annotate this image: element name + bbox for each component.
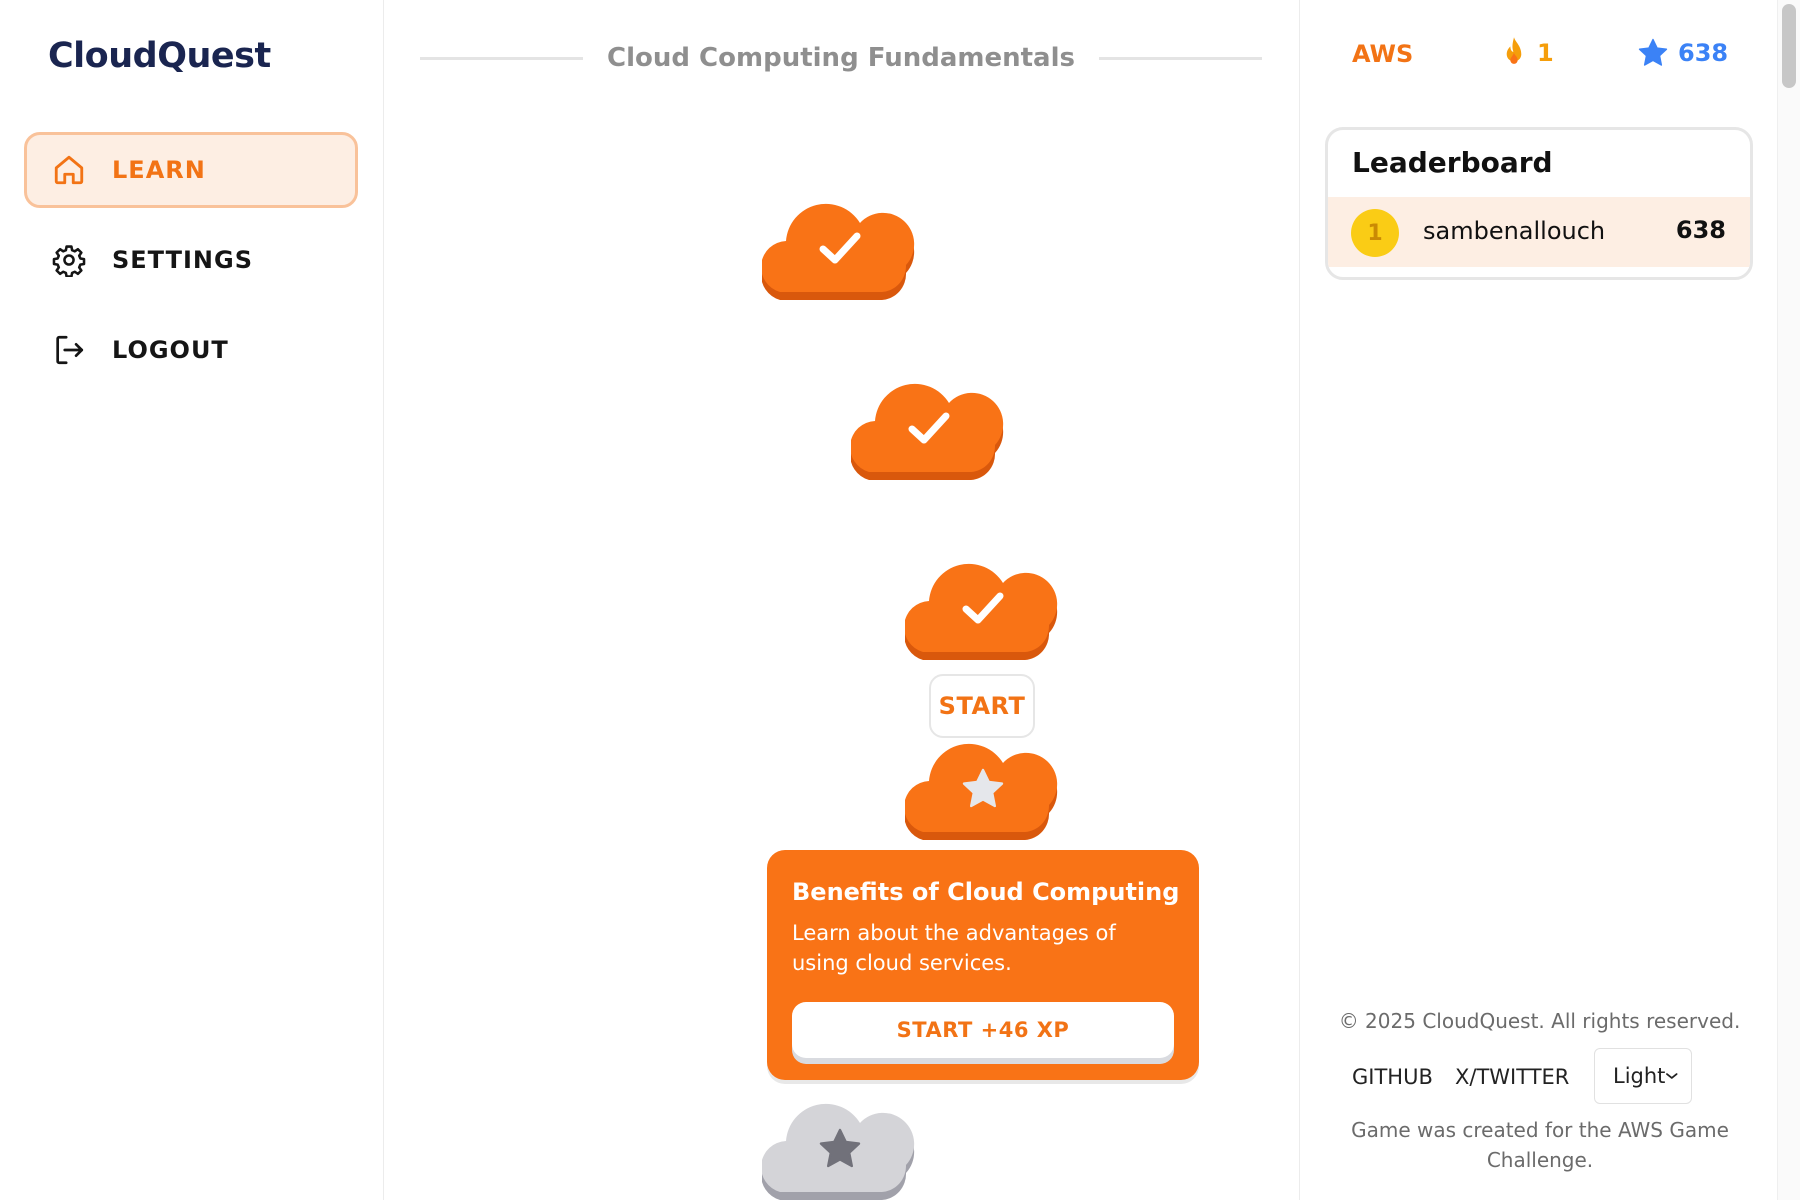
sidebar: CloudQuest LEARN SETTINGS LOGOUT xyxy=(0,0,384,1200)
flame-icon xyxy=(1506,37,1522,64)
divider xyxy=(420,56,584,60)
right-sidebar: AWS 1 638 Leaderboard 1 sambenallouch 63… xyxy=(1299,0,1779,1200)
cloud-shape xyxy=(851,383,1004,472)
gear-icon xyxy=(52,243,86,277)
theme-select-value: Light xyxy=(1613,1064,1666,1088)
divider xyxy=(1098,56,1262,60)
learning-path: Cloud Computing Fundamentals STAR xyxy=(384,0,1298,1200)
streak-counter[interactable]: 1 xyxy=(1499,36,1554,70)
star-icon xyxy=(819,1128,861,1168)
leaderboard-row[interactable]: 1 sambenallouch 638 xyxy=(1328,197,1750,267)
star-icon xyxy=(962,768,1004,808)
xp-counter[interactable]: 638 xyxy=(1636,36,1728,70)
unit-header: Cloud Computing Fundamentals xyxy=(420,38,1262,78)
sidebar-item-logout[interactable]: LOGOUT xyxy=(24,312,358,388)
check-icon xyxy=(962,592,1004,624)
lesson-description: Learn about the advantages of using clou… xyxy=(792,921,1116,975)
sidebar-item-label: LEARN xyxy=(112,156,206,184)
cloud-shape xyxy=(762,203,915,292)
github-link[interactable]: GITHUB xyxy=(1352,1065,1433,1089)
check-icon xyxy=(819,232,861,264)
copyright-text: © 2025 CloudQuest. All rights reserved. xyxy=(1338,1009,1741,1033)
leaderboard-title: Leaderboard xyxy=(1352,146,1553,179)
leaderboard-score: 638 xyxy=(1675,216,1726,244)
star-icon xyxy=(1638,38,1668,66)
logout-icon xyxy=(52,333,86,367)
lesson-node-locked[interactable] xyxy=(762,1098,918,1200)
course-selector[interactable]: AWS xyxy=(1352,40,1413,68)
chevron-down-icon xyxy=(1666,1073,1678,1079)
unit-title: Cloud Computing Fundamentals xyxy=(607,43,1075,73)
credit-text: Game was created for the AWS Game Challe… xyxy=(1351,1118,1729,1172)
sidebar-item-label: LOGOUT xyxy=(112,336,229,364)
sidebar-item-label: SETTINGS xyxy=(112,246,253,274)
theme-select[interactable]: Light xyxy=(1594,1048,1692,1104)
twitter-link[interactable]: X/TWITTER xyxy=(1455,1065,1570,1089)
lesson-title: Benefits of Cloud Computing xyxy=(792,878,1180,906)
start-tag[interactable]: START xyxy=(929,674,1035,738)
lesson-card: Benefits of Cloud Computing Learn about … xyxy=(767,850,1199,1080)
start-lesson-button[interactable]: START +46 XP xyxy=(792,1002,1174,1058)
cloud-shape xyxy=(905,563,1058,652)
lesson-node-completed[interactable] xyxy=(762,198,918,302)
sidebar-item-settings[interactable]: SETTINGS xyxy=(24,222,358,298)
page-scrollbar[interactable] xyxy=(1777,0,1800,1200)
home-icon xyxy=(52,153,86,187)
app-logo[interactable]: CloudQuest xyxy=(48,36,271,76)
leaderboard-username: sambenallouch xyxy=(1423,217,1606,245)
course-label: AWS xyxy=(1352,40,1414,68)
xp-value: 638 xyxy=(1678,39,1729,67)
sidebar-item-learn[interactable]: LEARN xyxy=(24,132,358,208)
leaderboard-panel: Leaderboard 1 sambenallouch 638 xyxy=(1325,127,1753,280)
scrollbar-thumb[interactable] xyxy=(1782,4,1796,88)
streak-value: 1 xyxy=(1537,39,1554,67)
lesson-node-completed[interactable] xyxy=(905,558,1061,662)
lesson-node-current[interactable] xyxy=(905,738,1061,842)
check-icon xyxy=(908,412,950,444)
stats-bar: AWS 1 638 xyxy=(1300,36,1779,76)
lesson-node-completed[interactable] xyxy=(851,378,1007,482)
rank-badge: 1 xyxy=(1351,209,1399,257)
